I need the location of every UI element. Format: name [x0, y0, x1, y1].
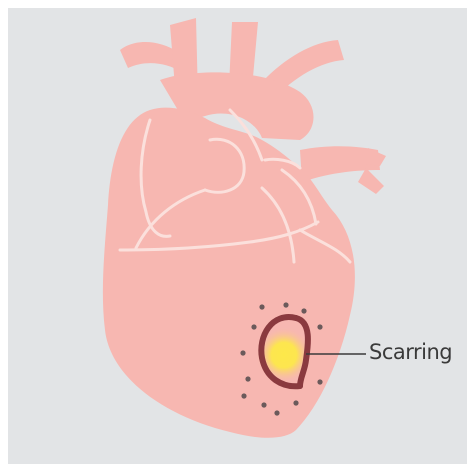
- scarring-label: Scarring: [369, 340, 452, 364]
